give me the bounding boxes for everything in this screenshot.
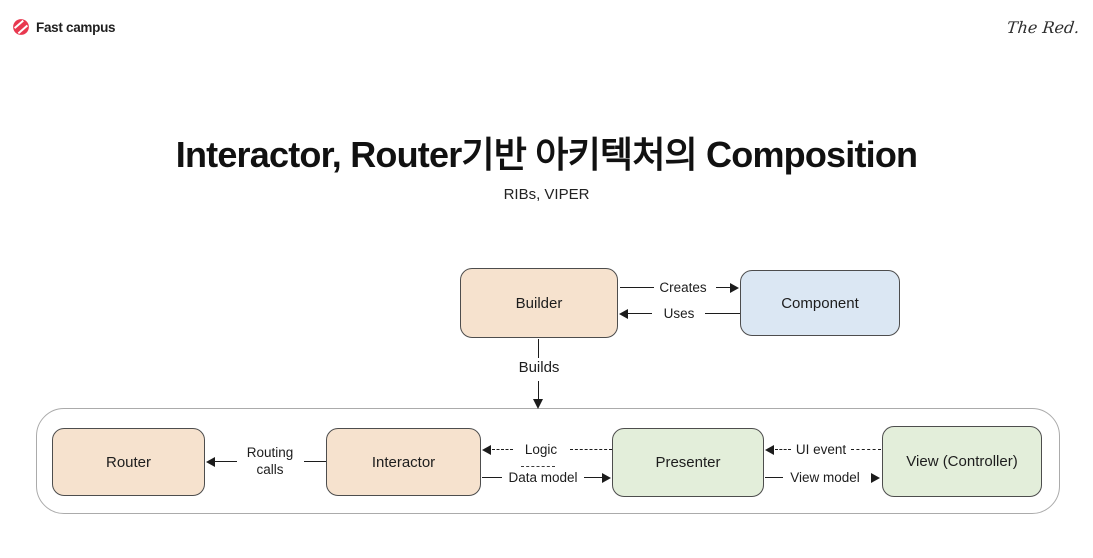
slide-subtitle: RIBs, VIPER xyxy=(503,186,590,203)
routing-calls-line-right xyxy=(304,461,326,462)
uses-label: Uses xyxy=(663,306,695,321)
logic-arrowhead-icon xyxy=(482,445,491,455)
builds-arrowhead-icon xyxy=(533,399,543,409)
builds-line-bottom xyxy=(538,381,539,400)
creates-label: Creates xyxy=(659,280,707,295)
node-builder: Builder xyxy=(460,268,618,338)
routing-calls-label-line1: Routing xyxy=(246,445,294,460)
node-interactor: Interactor xyxy=(326,428,481,496)
builds-label: Builds xyxy=(518,359,560,376)
brand-logo: Fast campus xyxy=(12,18,116,36)
ui-event-label: UI event xyxy=(795,442,847,457)
view-model-arrowhead-icon xyxy=(871,473,880,483)
logic-dashed-line-right xyxy=(570,449,612,450)
ui-event-dashed-line-left xyxy=(775,449,791,450)
routing-calls-arrowhead-icon xyxy=(206,457,215,467)
node-component: Component xyxy=(740,270,900,336)
routing-calls-line-left xyxy=(215,461,237,462)
creates-arrowhead-icon xyxy=(730,283,739,293)
logic-dashed-artifact xyxy=(521,466,555,467)
creates-line-left xyxy=(620,287,654,288)
uses-line-right xyxy=(705,313,740,314)
slide-title: Interactor, Router기반 아키텍처의 Composition xyxy=(175,134,918,175)
data-model-label: Data model xyxy=(508,470,578,485)
node-view: View (Controller) xyxy=(882,426,1042,497)
uses-arrowhead-icon xyxy=(619,309,628,319)
node-presenter: Presenter xyxy=(612,428,764,497)
data-model-line-left xyxy=(482,477,502,478)
view-model-line-left xyxy=(765,477,783,478)
routing-calls-label: Routing calls xyxy=(238,444,302,478)
builds-line-top xyxy=(538,339,539,358)
fastcampus-logo-icon xyxy=(12,18,30,36)
data-model-line-right xyxy=(584,477,602,478)
logic-label: Logic xyxy=(524,442,558,457)
ui-event-dashed-line-right xyxy=(851,449,881,450)
logic-dashed-line-left xyxy=(492,449,513,450)
data-model-arrowhead-icon xyxy=(602,473,611,483)
the-red-watermark: The Red. xyxy=(1005,18,1080,37)
brand-name: Fast campus xyxy=(36,19,116,35)
routing-calls-label-line2: calls xyxy=(256,462,284,477)
creates-line-right xyxy=(716,287,730,288)
uses-line-left xyxy=(628,313,652,314)
node-router: Router xyxy=(52,428,205,496)
ui-event-arrowhead-icon xyxy=(765,445,774,455)
view-model-label: View model xyxy=(790,470,860,485)
